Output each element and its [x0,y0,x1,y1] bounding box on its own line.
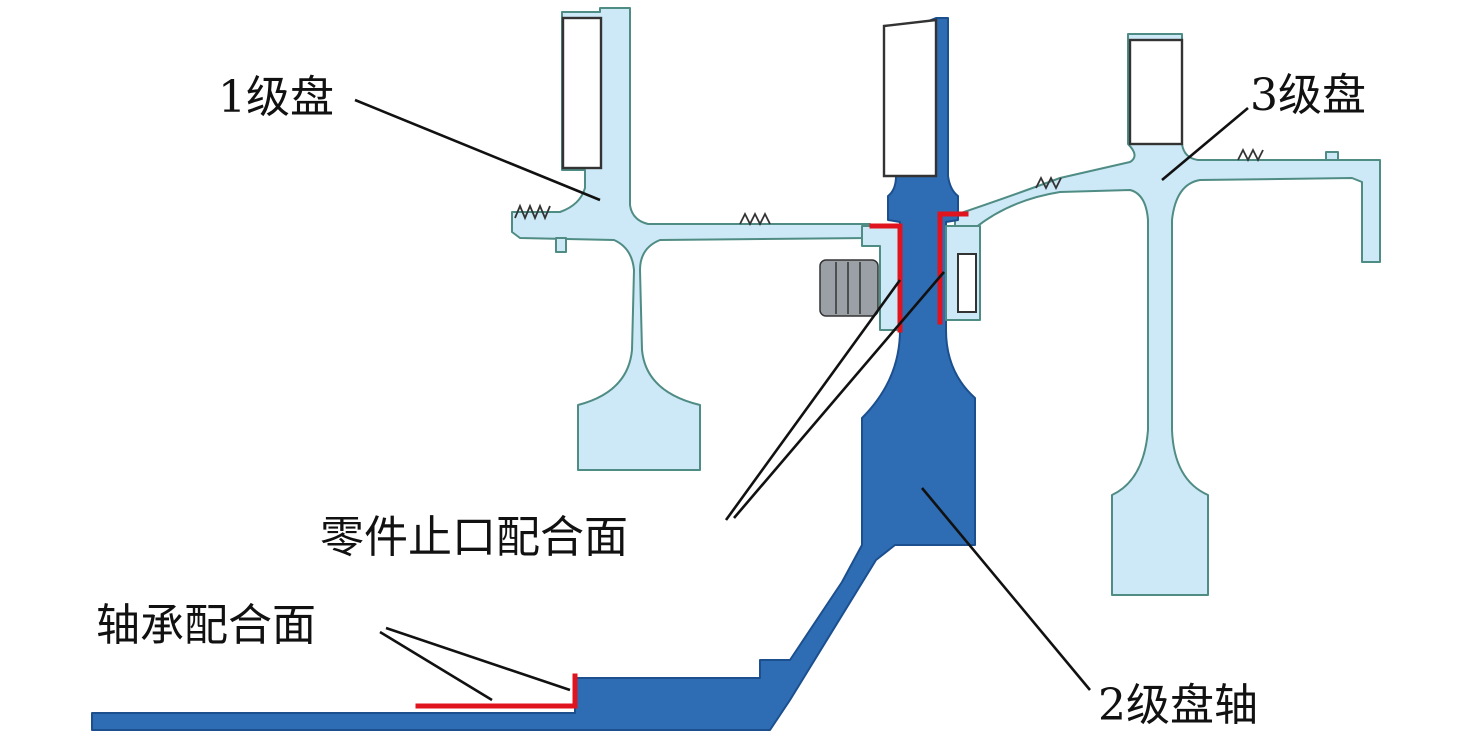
stage1-blade [561,16,603,170]
stage1-hook [555,237,567,253]
disk1-leader [354,98,601,202]
stage3-blade [1128,38,1184,146]
bolted-flange [819,225,981,331]
spigot-leader-2 [733,271,945,519]
stage3-front-seal [1035,175,1062,191]
bolt-nut [819,259,879,317]
bearing-leader-1 [379,630,493,702]
label-disk2-shaft: 2级盘轴 [1098,680,1258,731]
stage3-rear-seal [1237,147,1264,163]
label-disk3: 3级盘 [1250,70,1366,121]
stage2-blade [882,18,938,178]
stage1-disk [511,7,871,471]
disk3-leader [1161,107,1249,181]
label-spigot-face: 零件止口配合面 [320,512,628,563]
stage3-disk [954,33,1381,596]
bearing-leader-2 [385,626,571,692]
bolt-end [957,253,977,313]
stage3-hook [1325,151,1339,161]
spigot-leader-1 [724,279,902,521]
stage1-labyrinth-seal [514,203,551,221]
label-bearing-face: 轴承配合面 [96,600,316,651]
spigot-mating-surfaces [869,211,969,333]
bearing-mating-surfaces [415,673,578,709]
stage1-arm-seal [739,211,771,227]
shaft-leader [921,487,1091,691]
label-disk1: 1级盘 [218,72,334,123]
